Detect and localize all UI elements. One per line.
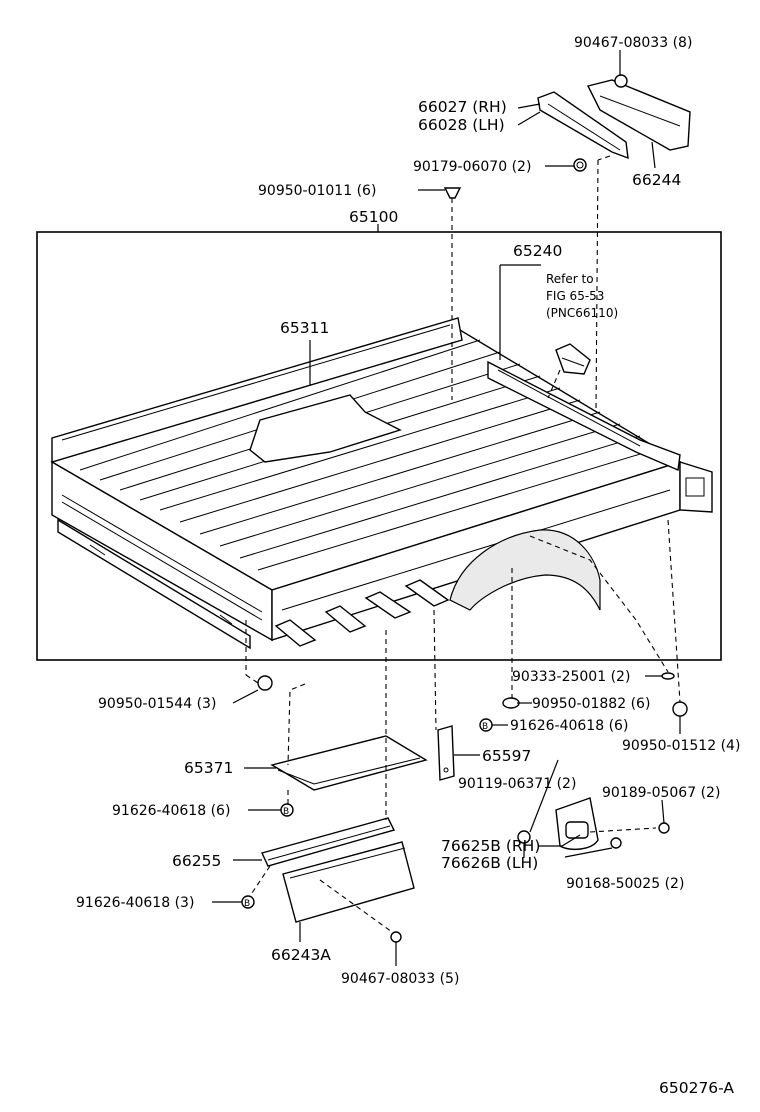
svg-text:B: B [283,807,289,817]
grommet-90950-01512 [672,701,688,717]
label-65100: 65100 [349,208,398,226]
plate-66244 [586,79,691,151]
label-90333: 90333-25001 (2) [512,669,630,685]
clip-90950-01011 [443,187,462,199]
plate-66243a [282,841,415,923]
nut-90189 [658,822,670,834]
label-90467-bottom: 90467-08033 (5) [341,971,459,987]
label-65240: 65240 [513,242,562,260]
nut-90467-top [614,74,628,88]
label-66255: 66255 [172,852,221,870]
bracket-65240 [555,343,591,375]
label-refer-1: Refer to [546,272,594,286]
bolt-90119 [517,830,531,858]
svg-text:B: B [244,899,250,909]
label-90950-01544: 90950-01544 (3) [98,696,216,712]
label-90189: 90189-05067 (2) [602,785,720,801]
leader-lines [212,50,681,966]
washer-91626-c: B [241,895,255,909]
label-90950-01512: 90950-01512 (4) [622,738,740,754]
label-90950-01882: 90950-01882 (6) [532,696,650,712]
washer-91626-a: B [479,718,493,732]
assembly-frame-65100 [36,231,722,661]
grommet-90950-01882 [502,697,520,709]
label-76626b: 76626B (LH) [441,854,538,872]
nut-90467-bottom [390,931,402,943]
label-65371: 65371 [184,759,233,777]
label-90950-01011: 90950-01011 (6) [258,183,376,199]
clip-90333-25001 [661,672,675,680]
truck-bed-drawing [50,317,713,650]
label-91626-b: 91626-40618 (6) [112,803,230,819]
screw-90168 [610,837,622,849]
label-65597: 65597 [482,747,531,765]
dashed-lines [245,155,681,933]
label-refer-2: FIG 65-53 [546,289,604,303]
label-76625b: 76625B (RH) [441,837,540,855]
label-66027: 66027 (RH) [418,98,507,116]
washer-91626-b: B [280,803,294,817]
label-66243a: 66243A [271,946,331,964]
label-66244: 66244 [632,171,681,189]
label-66028: 66028 (LH) [418,116,505,134]
bracket-65597 [437,725,455,781]
label-90179: 90179-06070 (2) [413,159,531,175]
label-90119: 90119-06371 (2) [458,776,576,792]
bracket-66027-66028 [537,91,629,160]
label-91626-a: 91626-40618 (6) [510,718,628,734]
label-90467-top: 90467-08033 (8) [574,35,692,51]
rail-66255 [261,817,396,867]
plate-65371 [270,735,428,791]
grommet-90950-01544 [257,675,273,691]
figure-id: 650276-A [659,1079,734,1097]
label-91626-c: 91626-40618 (3) [76,895,194,911]
bolt-90179 [573,158,587,172]
svg-text:B: B [482,722,488,732]
label-refer-3: (PNC66110) [546,306,618,320]
label-65311: 65311 [280,319,329,337]
label-90168: 90168-50025 (2) [566,876,684,892]
mudflap-76625b [555,797,599,851]
